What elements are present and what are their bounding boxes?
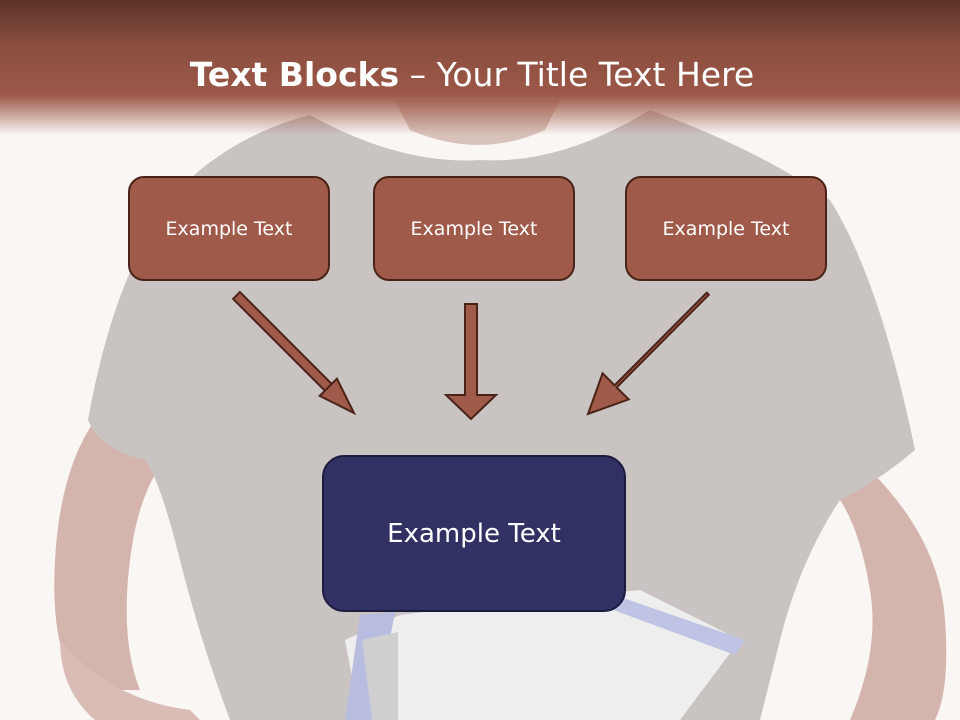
text-block-2: Example Text [373, 176, 575, 281]
title-rest-text: – Your Title Text Here [409, 55, 755, 94]
slide-title: Text Blocks – Your Title Text Here [0, 55, 944, 94]
title-band [0, 0, 960, 135]
arrow-icon [586, 291, 711, 416]
target-block: Example Text [322, 455, 626, 612]
title-bold-text: Text Blocks [189, 55, 400, 94]
text-block-3: Example Text [625, 176, 827, 281]
arrow-icon [443, 303, 499, 421]
text-block-1: Example Text [128, 176, 330, 281]
arrow-icon [231, 290, 357, 416]
